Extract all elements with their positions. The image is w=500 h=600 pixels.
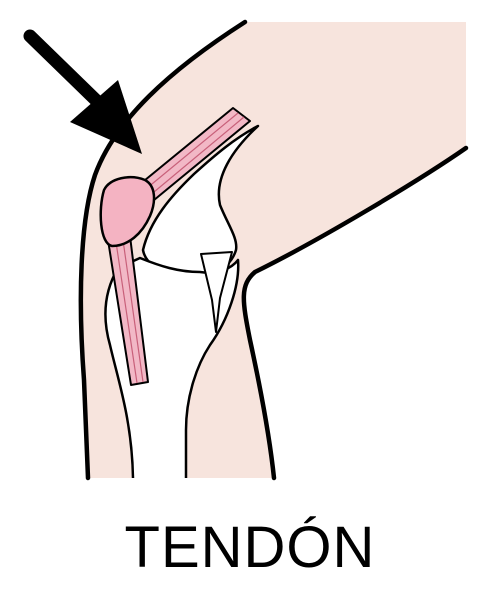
quadriceps-tendon-fiber: [134, 112, 239, 199]
leg-outline-front: [78, 19, 248, 481]
kneecap: [99, 176, 156, 248]
quadriceps-tendon-fiber: [141, 116, 245, 203]
patellar-tendon-fiber: [115, 241, 138, 384]
patellar-tendon-fiber: [122, 239, 144, 383]
fibula-bone: [200, 251, 233, 333]
caption-label: TENDÓN: [124, 515, 376, 580]
arrow-head: [70, 80, 142, 154]
arrow-shaft: [23, 29, 111, 115]
leg-outline-back: [241, 145, 469, 481]
